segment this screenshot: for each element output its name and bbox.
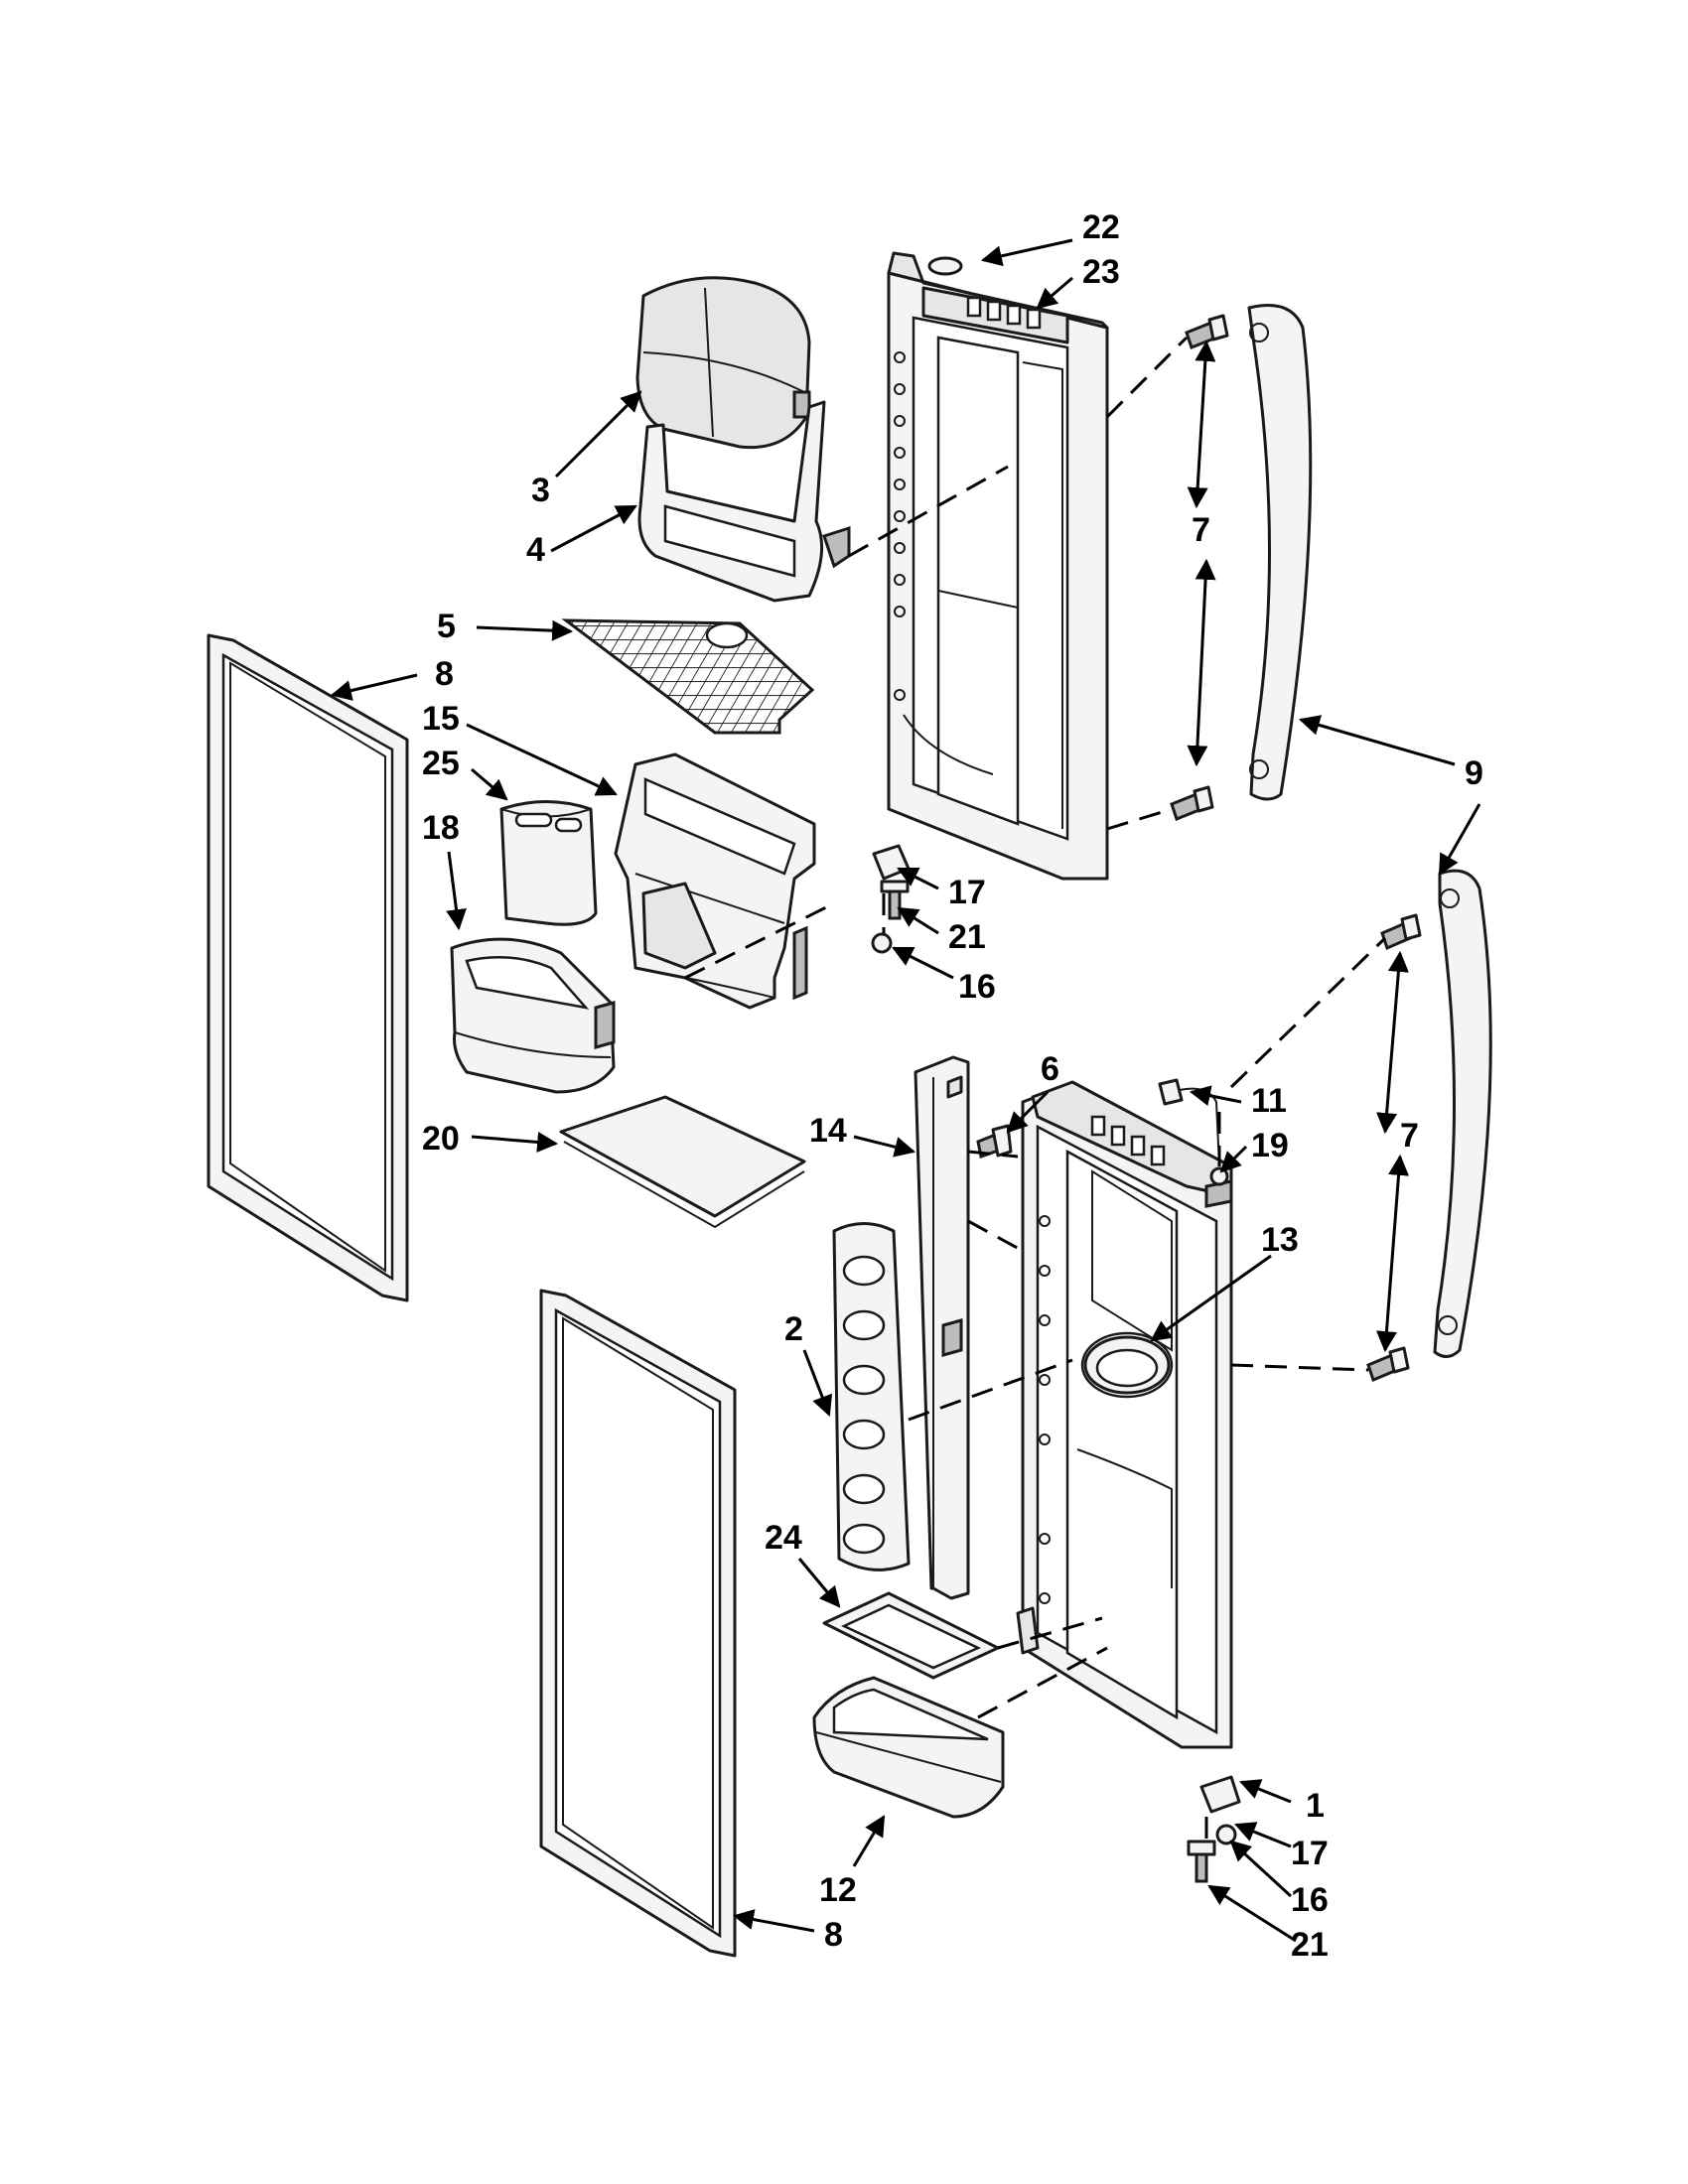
callout-17-upper: 17 xyxy=(948,874,986,911)
door-gasket-upper xyxy=(207,633,409,1302)
upper-door-top-cover xyxy=(921,286,1069,344)
callout-8-upper: 8 xyxy=(435,655,454,693)
callout-19: 19 xyxy=(1251,1127,1289,1164)
callout-11: 11 xyxy=(1251,1082,1287,1120)
callout-5: 5 xyxy=(437,608,456,645)
callout-23: 23 xyxy=(1082,253,1120,291)
lower-hinge-bracket xyxy=(1199,1775,1241,1814)
leader-arrows xyxy=(330,238,1481,1943)
ice-bin-assembly xyxy=(614,752,816,1010)
assembly-dashed-lines xyxy=(684,336,1387,1842)
callout-9: 9 xyxy=(1465,754,1483,792)
upper-hinge-bracket xyxy=(872,844,911,881)
callout-13: 13 xyxy=(1261,1221,1299,1259)
door-gasket-lower xyxy=(539,1289,737,1958)
callout-21-lower: 21 xyxy=(1291,1926,1329,1964)
dispenser-channel xyxy=(914,1055,970,1600)
callout-16-lower: 16 xyxy=(1291,1881,1329,1919)
callout-12: 12 xyxy=(819,1871,857,1909)
upper-liner-shelf-slots xyxy=(894,351,906,701)
bin-cover xyxy=(635,276,811,450)
callout-15: 15 xyxy=(422,700,460,738)
callout-24: 24 xyxy=(765,1519,802,1557)
lower-door-top-cover xyxy=(1031,1080,1233,1208)
callout-4: 4 xyxy=(526,531,545,569)
callout-2: 2 xyxy=(784,1310,803,1348)
flat-shelf-upper xyxy=(559,1095,806,1229)
upper-handle-screw-bottom xyxy=(1170,785,1214,821)
callout-25: 25 xyxy=(422,745,460,782)
callout-6: 6 xyxy=(1041,1050,1059,1088)
lower-handle-screw-bottom xyxy=(1366,1346,1410,1383)
callout-1: 1 xyxy=(1306,1787,1325,1825)
callout-20: 20 xyxy=(422,1120,460,1158)
callout-21-upper: 21 xyxy=(948,918,986,956)
callout-17-lower: 17 xyxy=(1291,1835,1329,1872)
ice-cube-cup xyxy=(499,800,598,926)
callout-labels: 22 23 3 4 7 5 8 9 15 25 18 17 21 16 6 11… xyxy=(422,208,1483,1964)
lower-door-liner xyxy=(1016,1085,1233,1749)
callout-14: 14 xyxy=(809,1112,847,1150)
lower-handle-screw-top xyxy=(1380,913,1422,951)
tube-fitting xyxy=(1209,1166,1229,1186)
flat-shelf-lower xyxy=(822,1591,1000,1680)
callout-22: 22 xyxy=(1082,208,1120,246)
upper-hinge-bushing xyxy=(871,932,893,954)
lower-door-handle xyxy=(1433,869,1492,1358)
dispenser-ring-seal xyxy=(1083,1335,1171,1395)
lower-hinge-screw xyxy=(1187,1840,1216,1883)
upper-door-handle xyxy=(1247,304,1313,801)
callout-7-lower: 7 xyxy=(1400,1117,1419,1155)
ice-bucket xyxy=(450,937,616,1094)
wire-shelf-grate xyxy=(561,618,815,735)
callout-18: 18 xyxy=(422,809,460,847)
water-tube-assembly xyxy=(1158,1078,1220,1167)
lower-liner-shelf-slots xyxy=(1039,1215,1051,1604)
callout-16-upper: 16 xyxy=(958,968,996,1006)
callout-7-upper: 7 xyxy=(1192,511,1210,549)
callout-8-lower: 8 xyxy=(824,1916,843,1954)
plug-button xyxy=(927,256,963,276)
door-bin-upper xyxy=(637,400,851,603)
callout-3: 3 xyxy=(531,472,550,509)
door-bin-lower xyxy=(812,1676,1005,1819)
door-bottle-guide xyxy=(832,1222,911,1571)
upper-door-liner xyxy=(887,251,1109,881)
